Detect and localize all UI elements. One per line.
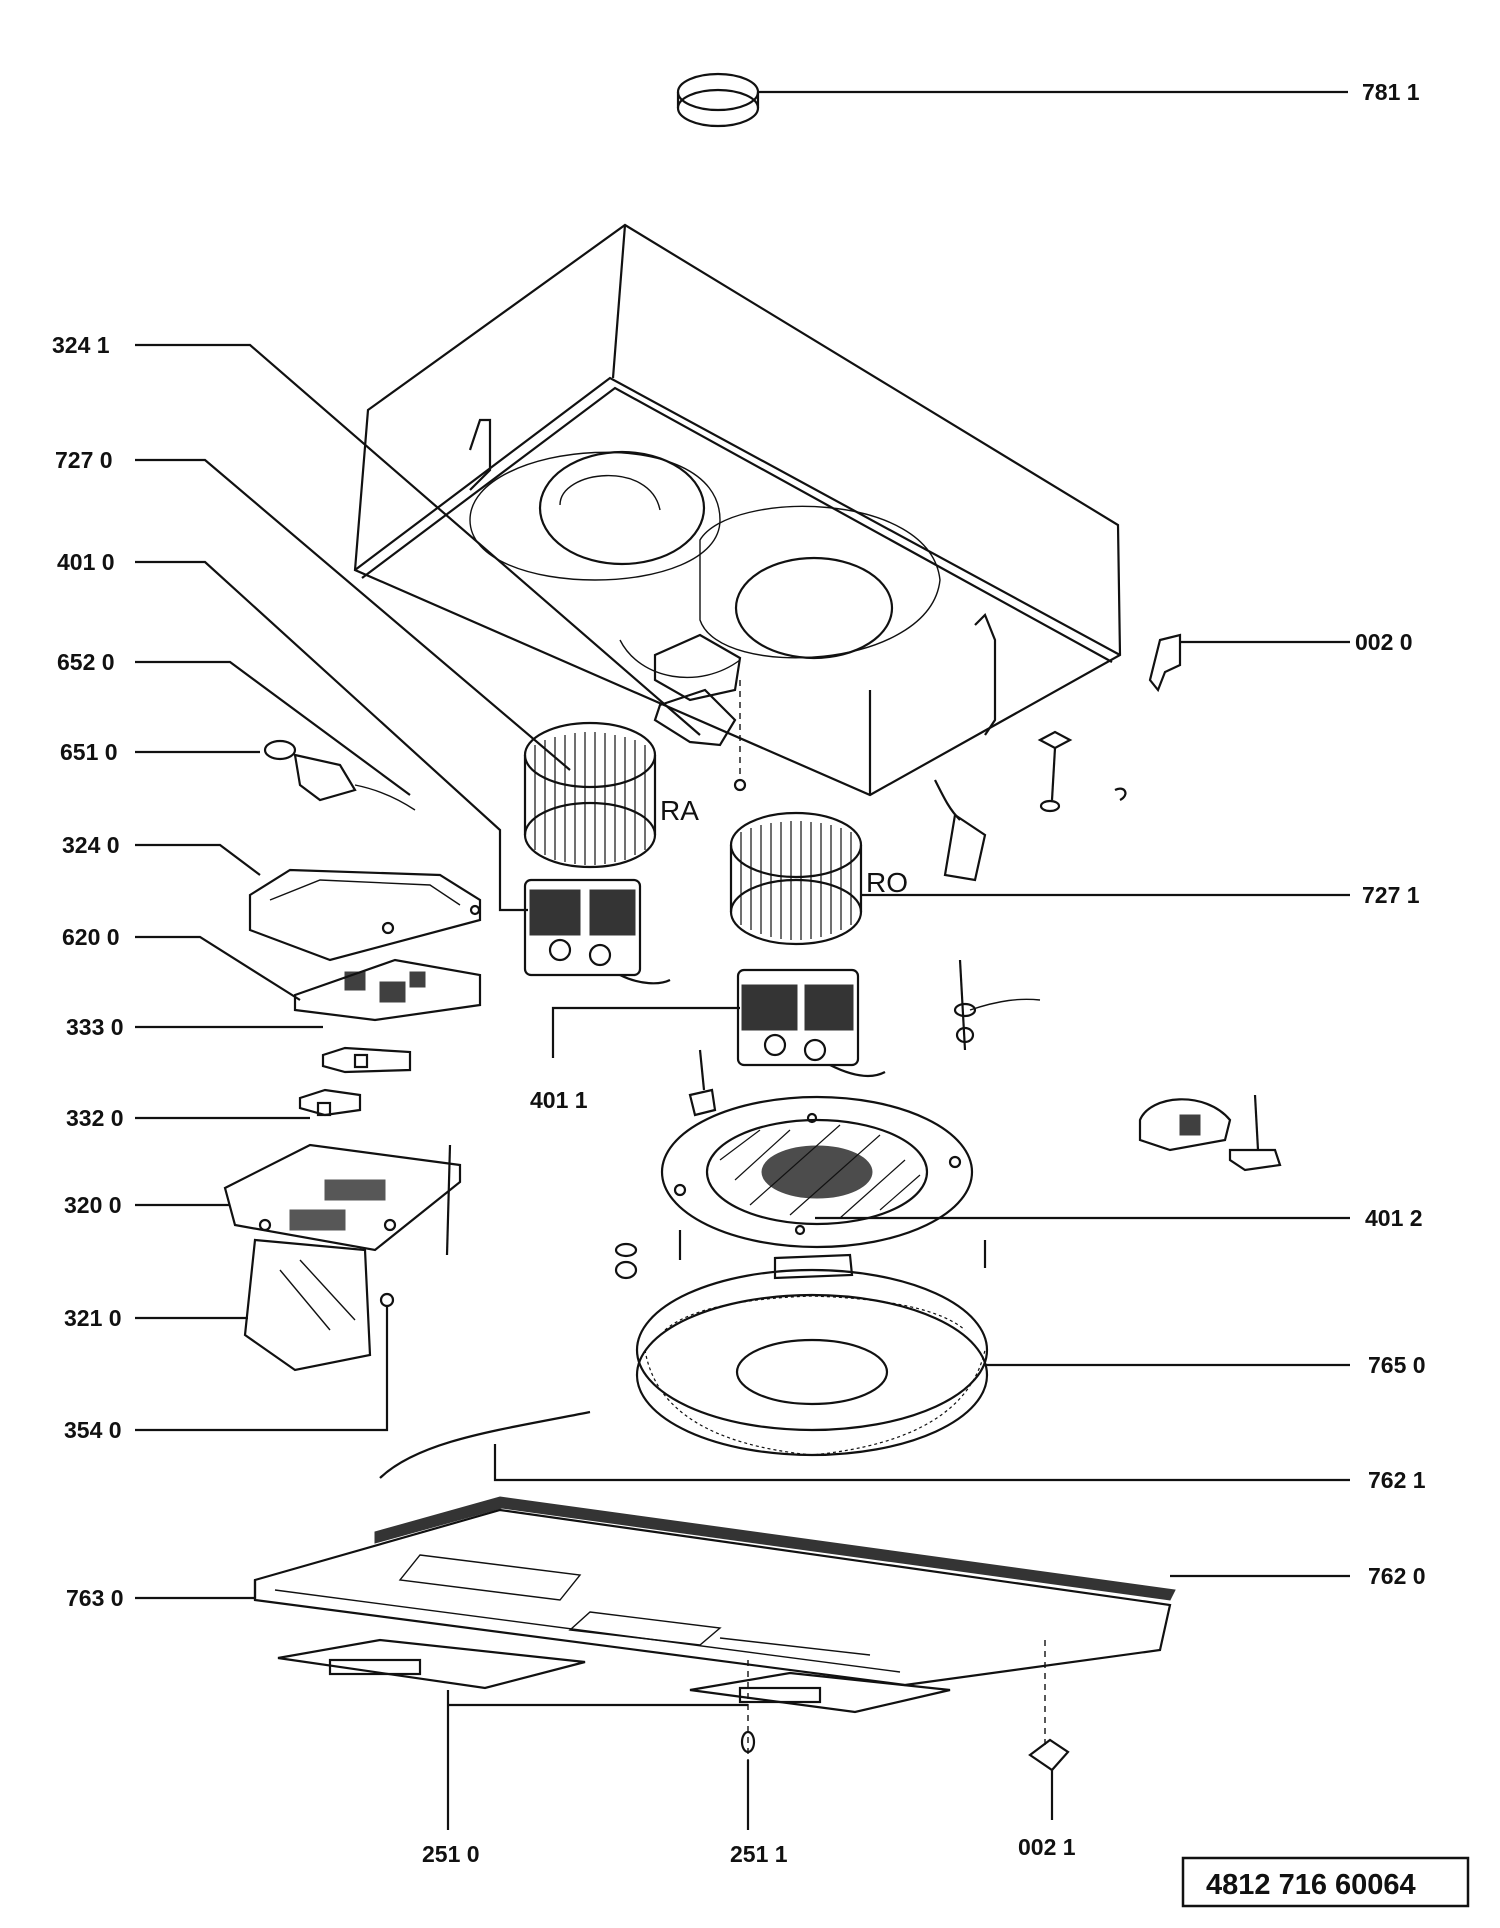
fan-wheel-right [729, 811, 863, 946]
filter-glass-part [243, 1238, 372, 1372]
fan-marking-right: RO [866, 867, 908, 898]
ring-part [676, 72, 760, 128]
bottom-panel [253, 1496, 1176, 1687]
label-321-0: 321 0 [64, 1305, 122, 1331]
label-620-0: 620 0 [62, 924, 120, 950]
fan-marking-left: RA [660, 795, 699, 826]
label-652-0: 652 0 [57, 649, 115, 675]
label-765-0: 765 0 [1368, 1352, 1426, 1378]
label-002-0: 002 0 [1355, 629, 1413, 655]
label-401-2: 401 2 [1365, 1205, 1423, 1231]
label-324-0: 324 0 [62, 832, 120, 858]
screw-part [379, 1292, 395, 1325]
label-401-0: 401 0 [57, 549, 115, 575]
light-cover-left [277, 1638, 586, 1690]
label-332-0: 332 0 [66, 1105, 124, 1131]
label-762-0: 762 0 [1368, 1563, 1426, 1589]
label-727-0: 727 0 [55, 447, 113, 473]
switch-housing-part [248, 868, 482, 962]
label-251-1: 251 1 [730, 1841, 788, 1867]
document-number-box: 4812 716 60064 [1181, 1856, 1470, 1908]
motor-left [523, 878, 671, 985]
label-002-1: 002 1 [1018, 1834, 1076, 1860]
hood-housing [353, 223, 1127, 882]
lamp-socket-part [1138, 1094, 1282, 1172]
fan-mount-plate [660, 1095, 974, 1249]
bottom-fasteners [740, 1640, 1070, 1772]
fan-wheel-left [523, 721, 657, 869]
label-324-1: 324 1 [52, 332, 110, 358]
label-320-0: 320 0 [64, 1192, 122, 1218]
switch-button-part [321, 1046, 412, 1074]
lamp-holder-part [263, 739, 416, 811]
label-763-0: 763 0 [66, 1585, 124, 1611]
label-251-0: 251 0 [422, 1841, 480, 1867]
control-board-part [293, 958, 482, 1022]
label-401-1: 401 1 [530, 1087, 588, 1113]
light-cover-right [689, 1671, 951, 1714]
bracket-part [1148, 633, 1182, 693]
wire-part [379, 1410, 591, 1479]
document-number: 4812 716 60064 [1206, 1869, 1416, 1901]
leader-lines [135, 90, 1350, 1830]
label-781-1: 781 1 [1362, 79, 1420, 105]
motor-right [736, 968, 886, 1078]
label-727-1: 727 1 [1362, 882, 1420, 908]
slider-part [298, 1088, 362, 1117]
filter-frame-part [223, 1143, 462, 1256]
label-333-0: 333 0 [66, 1014, 124, 1040]
label-651-0: 651 0 [60, 739, 118, 765]
plate-screws [614, 959, 1041, 1280]
label-354-0: 354 0 [64, 1417, 122, 1443]
round-grease-filter [635, 1253, 989, 1457]
label-762-1: 762 1 [1368, 1467, 1426, 1493]
part-labels: 781 1 324 1 727 0 401 0 652 0 651 0 324 … [52, 79, 1426, 1867]
